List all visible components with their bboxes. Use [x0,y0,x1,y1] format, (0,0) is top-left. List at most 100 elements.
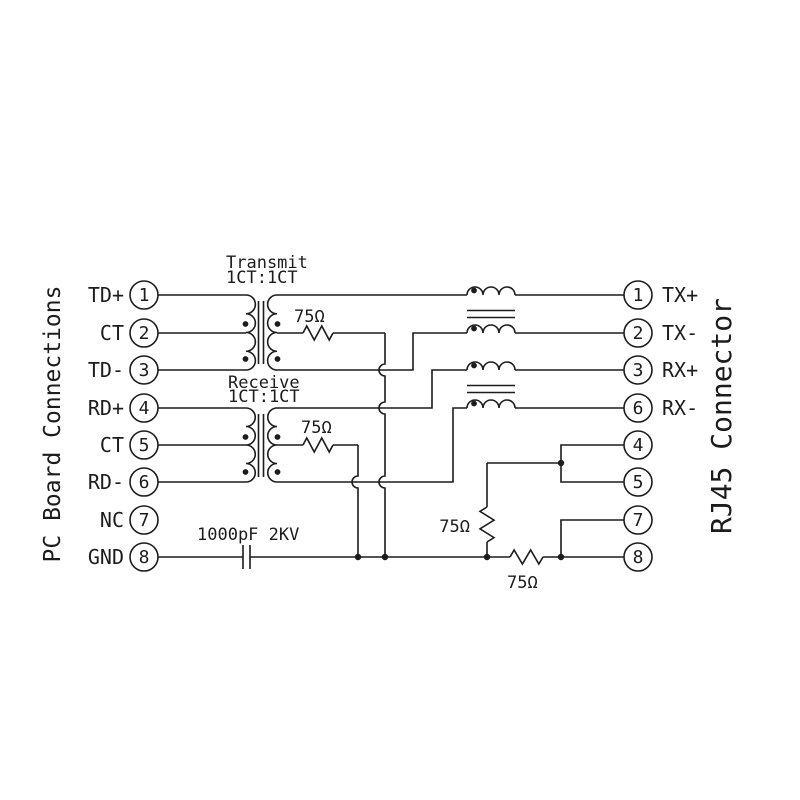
transmit-transformer-ratio: 1CT:1CT [226,268,298,288]
junction-dot [381,553,389,561]
pin-circle [623,393,653,423]
pin-circle [129,355,159,385]
pin-number: 4 [633,435,644,456]
polarity-dot [274,469,281,475]
choke-tx [466,286,624,334]
pin-label: TD- [88,358,124,382]
pin-label: RX- [662,396,698,420]
polarity-dot [242,434,249,440]
pin-number: 5 [139,435,150,456]
resistor-tail-with-hops [378,333,386,557]
resistor-transmit-75 [277,324,386,557]
pin-circle [623,318,653,348]
pin-circle [623,542,653,572]
junction-dot [557,553,565,561]
pin-label: RD- [88,470,124,494]
pin-label: NC [100,508,124,532]
pin-number: 7 [139,510,150,531]
resistor-tail-with-hop [351,445,359,557]
polarity-dot [471,362,477,369]
pin-circle [129,318,159,348]
resistor-transmit-value: 75Ω [294,307,325,327]
choke-rx [466,361,624,409]
resistor-78-body [509,548,544,566]
right-pins: 1 2 3 6 4 5 7 8 TX+ TX- RX+ RX- [623,280,698,572]
capacitor-value: 1000pF 2KV [197,525,299,545]
polarity-dot [274,321,281,327]
choke-bottom-winding [466,399,516,409]
receive-transformer-ratio: 1CT:1CT [228,387,300,407]
pin-label: TX+ [662,283,698,307]
pin-label: TX- [662,321,698,345]
pin-circle [623,505,653,535]
junction-dot [557,459,565,467]
pin-number: 7 [633,510,644,531]
right-side-header: RJ45 Connector [705,298,738,534]
junction-dot [354,553,362,561]
resistor-receive-value: 75Ω [301,418,332,438]
transformer-receive [242,407,281,483]
resistor-body [302,324,334,342]
wire-pin4-jog [560,444,624,463]
transmit-primary-winding [245,294,257,371]
pin-circle [623,355,653,385]
choke-top-winding [466,286,516,296]
pin-circle [129,280,159,310]
secondary-routing [277,294,467,483]
transmit-transformer-name: Transmit [226,253,308,273]
pin-number: 1 [633,285,644,306]
receive-transformer-name: Receive [228,373,300,393]
resistor-pair78-value: 75Ω [507,573,538,593]
pin-number: 2 [633,323,644,344]
pin-circle [129,542,159,572]
wire-pin7-jog [560,519,624,557]
wire-rx-sec-bottom-jog [277,407,467,483]
pin-circle [623,467,653,497]
pin-label: RD+ [88,396,124,420]
component-labels: Transmit 1CT:1CT Receive 1CT:1CT 75Ω 75Ω… [197,253,538,593]
pin-number: 6 [139,472,150,493]
receive-primary-winding [245,407,257,483]
choke-core [467,384,515,394]
pin-number: 2 [139,323,150,344]
left-side-header: PC Board Connections [40,286,66,563]
wire-pin5-jog [560,463,624,483]
polarity-dot [274,356,281,362]
transformer-transmit [242,294,281,371]
polarity-dot [471,325,477,332]
pin-circle [623,430,653,460]
receive-core [257,414,265,477]
pin-number: 1 [139,285,150,306]
pin-label: GND [88,545,124,569]
wire-tx-sec-bottom-jog [277,332,467,371]
resistor-receive-75 [277,436,359,557]
choke-bottom-winding [466,324,516,334]
left-pins: 1 2 3 4 5 6 7 8 TD+ CT TD- RD+ CT RD- NC… [88,280,159,572]
resistor-body [302,436,334,454]
pin-circle [129,393,159,423]
pin-label: CT [100,433,124,457]
pin-label: RX+ [662,358,698,382]
pin-label: CT [100,321,124,345]
pin-number: 3 [633,360,644,381]
junction-dot [483,553,491,561]
polarity-dot [242,321,249,327]
polarity-dot [471,400,477,407]
pin-circle [129,430,159,460]
capacitor-plates [242,545,251,569]
pin-circle [129,505,159,535]
choke-top-winding [466,361,516,371]
polarity-dot [242,356,249,362]
pin-number: 6 [633,398,644,419]
pin-circle [623,280,653,310]
resistor-pair45-value: 75Ω [439,517,470,537]
choke-core [467,309,515,319]
pin-number: 8 [139,547,150,568]
ground-network [242,444,624,569]
pin-circle [129,467,159,497]
pin-number: 4 [139,398,150,419]
polarity-dot [242,469,249,475]
polarity-dot [274,434,281,440]
